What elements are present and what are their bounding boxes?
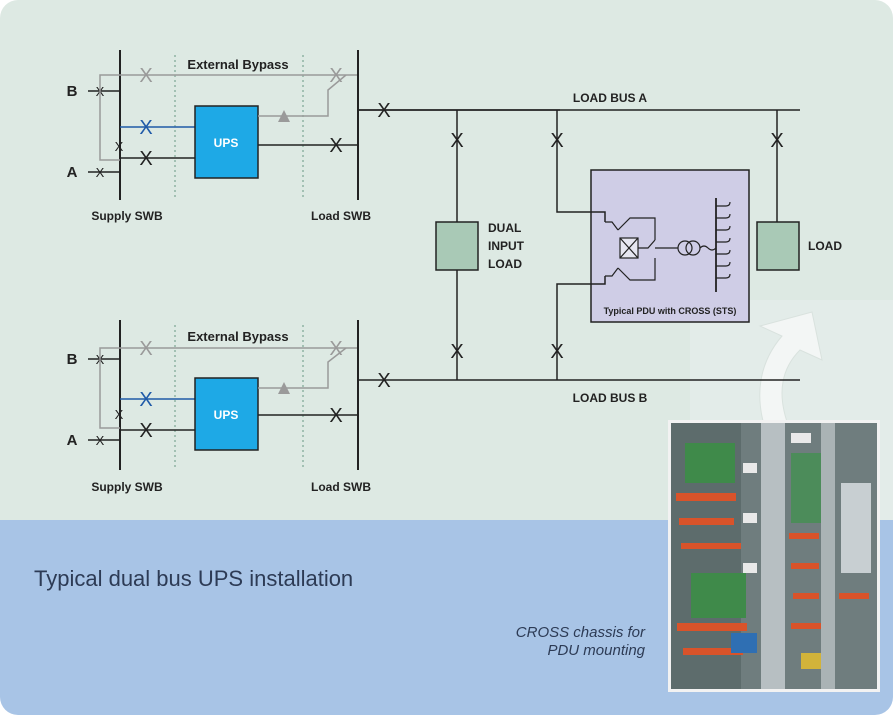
load-swb-label: Load SWB bbox=[311, 209, 371, 223]
callout-arrow bbox=[758, 311, 823, 433]
feeder-breaker-x: X bbox=[550, 130, 563, 152]
ups-box bbox=[194, 377, 259, 451]
ups-box bbox=[194, 105, 259, 179]
load-box bbox=[756, 221, 800, 271]
blue-breaker-x: X bbox=[139, 117, 152, 139]
small-breaker-x: X bbox=[115, 139, 124, 154]
pdu-feeder-a bbox=[556, 110, 606, 222]
output-breaker-x: X bbox=[329, 405, 342, 427]
feeder-breaker-x: X bbox=[450, 341, 463, 363]
feed-b-label: B bbox=[67, 83, 78, 100]
gray-triangle-icon bbox=[278, 110, 290, 122]
small-breaker-x: X bbox=[115, 407, 124, 422]
output-breaker-x: X bbox=[329, 135, 342, 157]
ups-label: UPS bbox=[214, 136, 239, 150]
input-breaker-x: X bbox=[139, 148, 152, 170]
transformer-icon bbox=[677, 240, 717, 256]
dual-input-load-line-2: INPUT bbox=[488, 239, 525, 253]
feeder-breaker-x: X bbox=[770, 130, 783, 152]
bus-breaker-x: X bbox=[377, 100, 390, 122]
photo-caption: CROSS chassis for PDU mounting bbox=[445, 624, 645, 660]
supply-swb-label: Supply SWB bbox=[91, 480, 163, 494]
dual-input-load-box bbox=[435, 221, 479, 271]
pdu-label: Typical PDU with CROSS (STS) bbox=[604, 306, 737, 316]
figure-caption: Typical dual bus UPS installation bbox=[34, 566, 354, 591]
feed-b-label: B bbox=[67, 351, 78, 368]
load-label: LOAD bbox=[808, 239, 842, 253]
external-bypass-label: External Bypass bbox=[187, 329, 288, 344]
input-breaker-x: X bbox=[139, 420, 152, 442]
small-breaker-x: X bbox=[96, 433, 105, 448]
load-bus-a-label: LOAD BUS A bbox=[573, 91, 648, 105]
bus-breaker-x: X bbox=[377, 370, 390, 392]
load-swb-label: Load SWB bbox=[311, 480, 371, 494]
dual-input-load-line-3: LOAD bbox=[488, 257, 522, 271]
photo-caption-line-1: CROSS chassis for bbox=[515, 624, 645, 641]
gray-triangle-icon bbox=[278, 382, 290, 394]
dual-input-load-line-1: DUAL bbox=[488, 221, 521, 235]
feeder-breaker-x: X bbox=[450, 130, 463, 152]
supply-swb-label: Supply SWB bbox=[91, 209, 163, 223]
photo-caption-line-2: PDU mounting bbox=[547, 642, 645, 659]
chassis-photo-illustration bbox=[671, 423, 877, 689]
ups-system-b: X X X X X X X X X bbox=[88, 320, 800, 470]
bypass-breaker-x: X bbox=[139, 65, 152, 87]
ups-label: UPS bbox=[214, 408, 239, 422]
feed-a-label: A bbox=[67, 164, 78, 181]
bypass-breaker-x: X bbox=[329, 338, 342, 360]
pdu-feeder-b bbox=[556, 276, 606, 380]
sts-switch-icon bbox=[605, 217, 678, 281]
cross-chassis-photo bbox=[668, 420, 880, 692]
load-bus-b-label: LOAD BUS B bbox=[573, 391, 648, 405]
feed-a-label: A bbox=[67, 432, 78, 449]
bypass-breaker-x: X bbox=[139, 338, 152, 360]
blue-breaker-x: X bbox=[139, 389, 152, 411]
distribution-bus-icon bbox=[715, 198, 731, 292]
ups-system-a: X X X X X X X X bbox=[88, 50, 560, 200]
external-bypass-label: External Bypass bbox=[187, 57, 288, 72]
small-breaker-x: X bbox=[96, 165, 105, 180]
feeder-breaker-x: X bbox=[550, 341, 563, 363]
pdu-box bbox=[590, 169, 750, 323]
